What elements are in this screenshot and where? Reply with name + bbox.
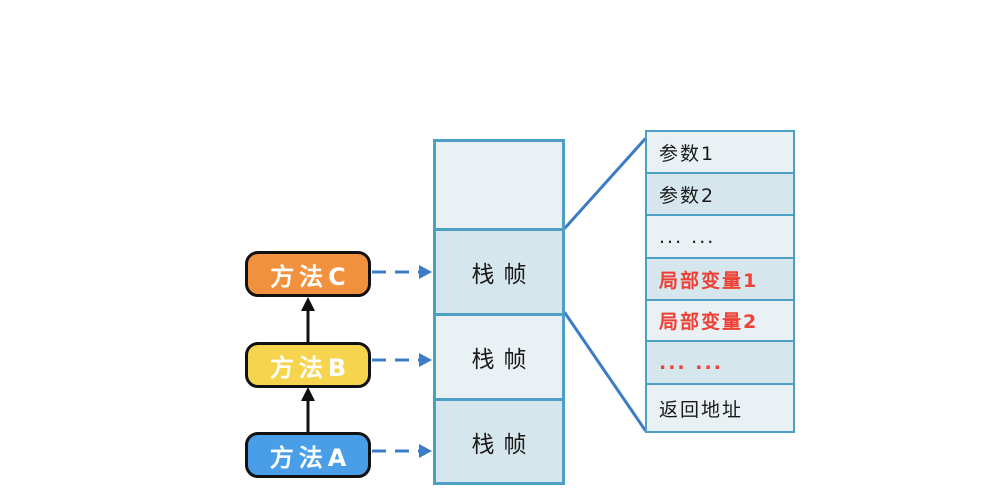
arrow-method-a-to-frame <box>372 444 432 458</box>
stack-cell-frame-middle: 栈帧 <box>436 313 562 398</box>
stack-cell-frame-top: 栈帧 <box>436 228 562 313</box>
stack-frame-label: 栈帧 <box>471 262 536 288</box>
frame-detail-row-ellipsis-locals: ... ... <box>647 340 793 383</box>
method-box-a-label: 方法A <box>269 443 352 472</box>
row-label: 参数1 <box>659 142 716 165</box>
method-box-c: 方法C <box>245 251 371 297</box>
arrow-method-c-to-frame <box>372 265 432 279</box>
frame-detail-row-return-address: 返回地址 <box>647 383 793 431</box>
row-label: ... ... <box>659 225 716 248</box>
method-box-c-label: 方法C <box>270 262 351 291</box>
call-stack: 栈帧 栈帧 栈帧 <box>433 139 565 485</box>
stack-cell-empty <box>436 142 562 228</box>
row-label: 参数2 <box>659 184 716 207</box>
frame-detail-panel: 参数1 参数2 ... ... 局部变量1 局部变量2 ... ... 返回地址 <box>645 130 795 433</box>
method-box-b: 方法B <box>245 342 371 388</box>
frame-detail-row-param-2: 参数2 <box>647 172 793 214</box>
frame-detail-row-local-var-2: 局部变量2 <box>647 299 793 340</box>
stack-cell-frame-bottom: 栈帧 <box>436 398 562 482</box>
frame-expand-line-bottom <box>563 311 647 432</box>
frame-detail-row-local-var-1: 局部变量1 <box>647 257 793 299</box>
frame-detail-row-param-1: 参数1 <box>647 132 793 172</box>
row-label: 局部变量1 <box>659 269 759 292</box>
arrow-method-b-to-c <box>301 297 315 342</box>
row-label: 返回地址 <box>659 398 744 421</box>
frame-expand-line-top <box>563 137 647 230</box>
row-label: ... ... <box>659 351 723 374</box>
method-box-a: 方法A <box>245 432 371 478</box>
method-box-b-label: 方法B <box>269 353 352 382</box>
arrow-method-a-to-b <box>301 387 315 432</box>
frame-detail-row-ellipsis-params: ... ... <box>647 214 793 257</box>
stack-frame-label: 栈帧 <box>471 431 536 458</box>
row-label: 局部变量2 <box>659 311 759 333</box>
arrow-method-b-to-frame <box>372 353 432 367</box>
stack-frame-label: 栈帧 <box>471 347 536 373</box>
